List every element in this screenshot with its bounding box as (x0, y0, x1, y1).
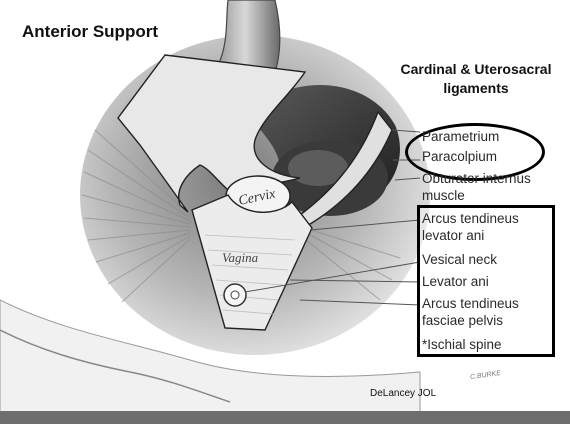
label-levator-ani: Levator ani (422, 273, 489, 290)
urethra-inner (231, 291, 239, 299)
label-paracolpium: Paracolpium (422, 148, 497, 165)
label-obturator-1: Obturator internus (422, 170, 531, 187)
label-arcus-fasciae-2: fasciae pelvis (422, 312, 503, 329)
vagina-label: Vagina (222, 250, 259, 265)
label-arcus-levator-1: Arcus tendineus (422, 210, 519, 227)
slide-title: Anterior Support (22, 22, 158, 42)
label-ischial-spine: *Ischial spine (422, 336, 502, 353)
ligaments-heading: Cardinal & Uterosacral ligaments (390, 60, 562, 98)
label-arcus-fasciae-1: Arcus tendineus (422, 295, 519, 312)
label-obturator-2: muscle (422, 187, 465, 204)
label-vesical-neck: Vesical neck (422, 251, 497, 268)
label-arcus-levator-2: levator ani (422, 227, 484, 244)
label-parametrium: Parametrium (422, 128, 499, 145)
bottom-strip (0, 411, 570, 424)
credit-text: DeLancey JOL (370, 388, 436, 399)
